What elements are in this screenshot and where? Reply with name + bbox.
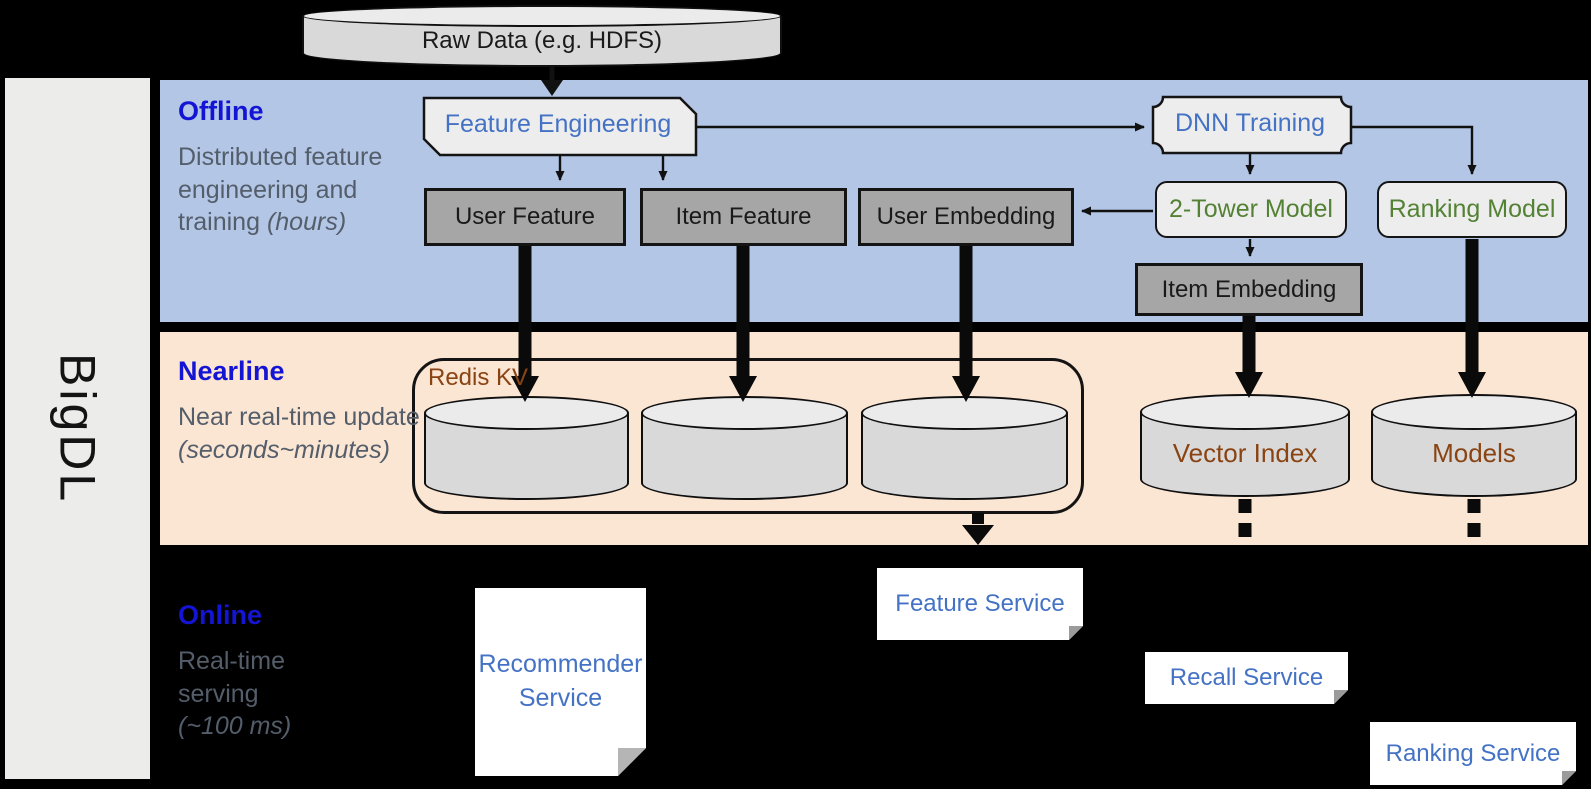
offline-description-text: Distributed feature engineering and trai… xyxy=(178,143,383,236)
redis-cylinder-3-top xyxy=(861,396,1068,430)
models-label: Models xyxy=(1432,438,1516,468)
two-tower-model-node: 2-Tower Model xyxy=(1155,181,1347,238)
vector-index-cylinder-top xyxy=(1140,394,1350,430)
models-cylinder: Models xyxy=(1371,394,1577,497)
ranking-model-node: Ranking Model xyxy=(1377,181,1567,238)
redis-cylinder-2-body xyxy=(641,413,848,500)
models-cylinder-top xyxy=(1371,394,1577,430)
item-embedding-label: Item Embedding xyxy=(1161,275,1337,303)
recall-service-node: Recall Service xyxy=(1145,652,1348,704)
user-feature-label: User Feature xyxy=(454,203,596,230)
nearline-title: Nearline xyxy=(178,356,285,386)
ranking-model-label: Ranking Model xyxy=(1388,195,1556,223)
offline-section-label: Offline Distributed feature engineering … xyxy=(178,96,383,239)
raw-data-cylinder-top xyxy=(302,5,782,27)
user-feature-node: User Feature xyxy=(424,188,626,246)
vector-index-cylinder: Vector Index xyxy=(1140,394,1350,497)
nearline-section-label: Nearline Near real-time update (seconds~… xyxy=(178,356,426,466)
ranking-service-label: Ranking Service xyxy=(1385,739,1561,767)
online-description: Real-time serving (~100 ms) xyxy=(178,645,328,743)
feature-engineering-shape xyxy=(422,96,698,157)
vector-index-label: Vector Index xyxy=(1172,438,1318,468)
nearline-description: Near real-time update (seconds~minutes) xyxy=(178,401,426,466)
online-description-italic: (~100 ms) xyxy=(178,712,292,740)
dnn-training-shape xyxy=(1151,95,1353,155)
nearline-description-text: Near real-time update xyxy=(178,403,420,431)
online-title: Online xyxy=(178,600,263,630)
raw-data-cylinder: Raw Data (e.g. HDFS) xyxy=(302,5,782,67)
dnn-training-label: DNN Training xyxy=(1174,108,1326,137)
redis-kv-label: Redis KV xyxy=(428,364,529,391)
redis-cylinder-2-top xyxy=(641,396,848,430)
offline-description-italic: (hours) xyxy=(266,208,347,236)
nearline-description-italic: (seconds~minutes) xyxy=(178,435,390,464)
ranking-service-node: Ranking Service xyxy=(1370,722,1576,785)
feature-engineering-node: Feature Engineering xyxy=(422,96,698,157)
redis-cylinder-1 xyxy=(424,396,629,500)
feature-engineering-label: Feature Engineering xyxy=(444,110,672,138)
offline-description: Distributed feature engineering and trai… xyxy=(178,141,383,239)
two-tower-model-label: 2-Tower Model xyxy=(1169,195,1333,223)
bigdl-logo-text: BigDL xyxy=(49,352,106,505)
redis-cylinder-1-top xyxy=(424,396,629,430)
item-feature-label: Item Feature xyxy=(675,203,812,230)
online-description-text: Real-time serving xyxy=(178,647,285,708)
feature-service-label: Feature Service xyxy=(895,590,1065,617)
dnn-training-node: DNN Training xyxy=(1151,95,1353,155)
offline-title: Offline xyxy=(178,96,264,126)
recall-service-label: Recall Service xyxy=(1169,664,1324,691)
redis-cylinder-2 xyxy=(641,396,848,500)
bigdl-sidebar: BigDL xyxy=(5,78,150,779)
redis-cylinder-3 xyxy=(861,396,1068,500)
feature-service-node: Feature Service xyxy=(877,568,1083,640)
user-embedding-node: User Embedding xyxy=(858,188,1074,246)
recommender-service-node: Recommender Service xyxy=(475,588,646,776)
online-section-label: Online Real-time serving (~100 ms) xyxy=(178,600,328,743)
user-embedding-label: User Embedding xyxy=(876,203,1056,230)
item-feature-node: Item Feature xyxy=(640,188,847,246)
item-embedding-node: Item Embedding xyxy=(1135,263,1363,316)
raw-data-label: Raw Data (e.g. HDFS) xyxy=(421,27,663,54)
recommender-service-label: Recommender Service xyxy=(478,650,643,712)
